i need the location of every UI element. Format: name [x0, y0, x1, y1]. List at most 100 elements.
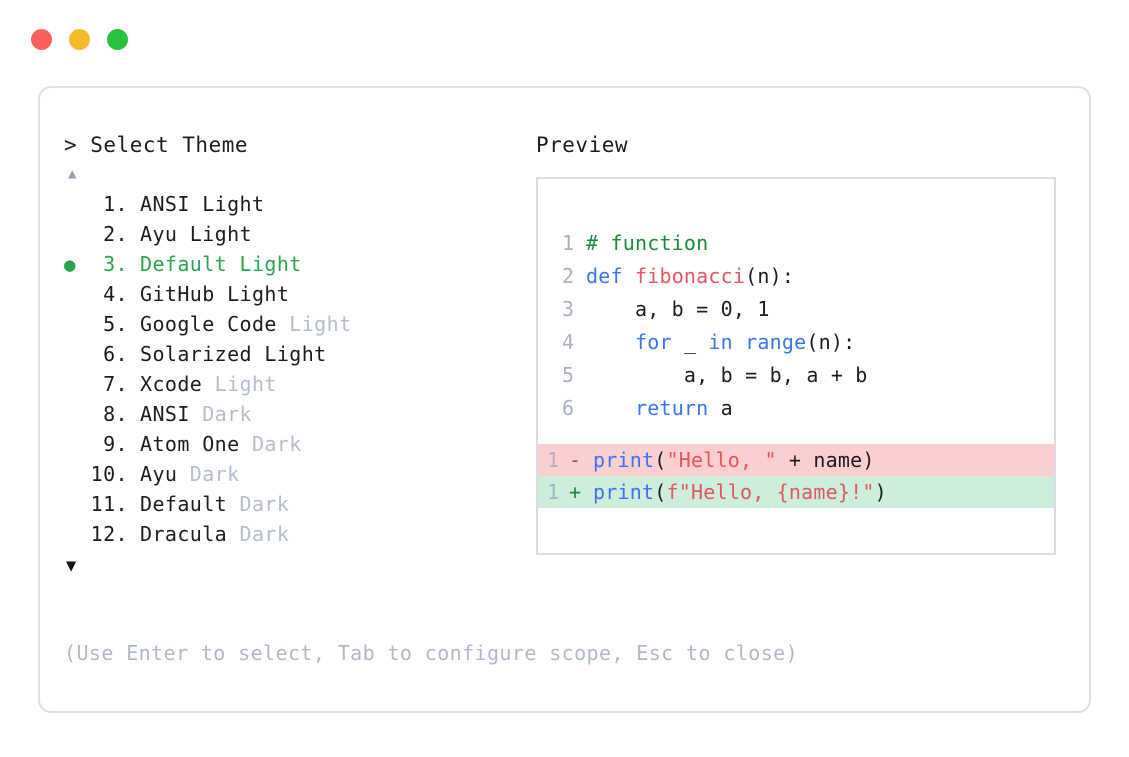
code-line: 4 for _ in range(n):: [552, 326, 1050, 359]
code-line: 2 def fibonacci(n):: [552, 260, 1050, 293]
theme-item-name: Solarized Light: [140, 342, 327, 366]
diff-sample: 1-print("Hello, " + name)1+print(f"Hello…: [538, 444, 1054, 508]
theme-item-variant-badge: Dark: [227, 492, 290, 516]
code-line: 3 a, b = 0, 1: [552, 293, 1050, 326]
window-traffic-lights: [31, 29, 128, 50]
code-token: (: [654, 480, 667, 504]
code-line-content: # function: [586, 227, 708, 260]
code-token: print: [593, 480, 655, 504]
theme-item-number: 5.: [103, 312, 128, 336]
code-token: (: [654, 448, 667, 472]
card-body: > Select Theme ▲ ● 1. ANSI Light ●2.Ayu Lig…: [40, 88, 1089, 711]
code-token: _: [683, 330, 709, 354]
code-line-content: def fibonacci(n):: [586, 260, 794, 293]
bullet-placeholder: ●: [64, 430, 86, 460]
theme-item-variant-badge: Dark: [189, 402, 252, 426]
bullet-placeholder: ●: [64, 310, 86, 340]
code-token: for: [634, 330, 684, 354]
theme-list-item[interactable]: ● 4. GitHub Light: [64, 279, 534, 309]
theme-item-name: Default Light: [140, 252, 302, 276]
theme-item-number: 10.: [90, 462, 128, 486]
code-line-content: return a: [586, 392, 733, 425]
theme-item-number: 11.: [90, 492, 128, 516]
theme-item-name: Ayu: [140, 462, 178, 486]
bullet-placeholder: ●: [64, 520, 86, 550]
theme-item-name: Dracula: [140, 522, 228, 546]
code-line: 5 a, b = b, a + b: [552, 359, 1050, 392]
bullet-placeholder: ●: [64, 490, 86, 520]
theme-item-number: 4.: [103, 282, 128, 306]
theme-list-item[interactable]: ●8.ANSI Dark: [64, 399, 534, 429]
theme-list-item[interactable]: ● 1. ANSI Light: [64, 189, 534, 219]
theme-item-number: 12.: [90, 522, 128, 546]
theme-item-name: Google Code: [140, 312, 277, 336]
theme-item-name: Xcode: [140, 372, 203, 396]
selected-bullet-icon: ●: [64, 254, 76, 276]
code-token: def: [586, 264, 635, 288]
theme-item-name: Default: [140, 492, 228, 516]
code-line: 1# function: [552, 227, 1050, 260]
scroll-down-arrow-icon[interactable]: ▼: [66, 556, 77, 576]
theme-selector-card: > Select Theme ▲ ● 1. ANSI Light ●2.Ayu Lig…: [38, 86, 1091, 713]
bullet-placeholder: ●: [64, 370, 86, 400]
code-token: a: [720, 396, 733, 420]
theme-item-name: Atom One: [140, 432, 240, 456]
bullet-placeholder: ●: [64, 280, 86, 310]
keyboard-hint-text: (Use Enter to select, Tab to configure s…: [64, 641, 799, 665]
code-line: 6 return a: [552, 392, 1050, 425]
code-token: (n):: [745, 264, 795, 288]
scroll-up-arrow-icon[interactable]: ▲: [68, 166, 77, 182]
code-line-number: 5: [561, 363, 574, 387]
theme-item-number: 1.: [103, 192, 128, 216]
code-line-content: a, b = b, a + b: [586, 359, 868, 392]
bullet-placeholder: ●: [64, 220, 86, 250]
theme-selection-pane: > Select Theme ▲ ● 1. ANSI Light ●2.Ayu Lig…: [64, 132, 534, 577]
diff-sign: +: [569, 480, 582, 504]
theme-item-number: 7.: [103, 372, 128, 396]
theme-list-item[interactable]: ● 5. Google Code Light: [64, 309, 534, 339]
theme-item-variant-badge: Dark: [227, 522, 290, 546]
code-line-number: 2: [561, 264, 574, 288]
code-line-number: 4: [561, 330, 574, 354]
code-token: [586, 396, 635, 420]
theme-list-item[interactable]: ●6.Solarized Light: [64, 339, 534, 369]
theme-item-name: ANSI Light: [140, 192, 265, 216]
code-line-content: a, b = 0, 1: [586, 293, 770, 326]
bullet-placeholder: ●: [64, 400, 86, 430]
code-token: [586, 330, 635, 354]
bullet-placeholder: ●: [64, 460, 86, 490]
code-token: a, b = b, a + b: [586, 363, 868, 387]
theme-list-item[interactable]: ●9.Atom One Dark: [64, 429, 534, 459]
theme-item-name: Ayu Light: [140, 222, 252, 246]
bullet-placeholder: ●: [64, 190, 86, 220]
code-token: range: [745, 330, 807, 354]
theme-list[interactable]: ●1.ANSI Light●2.Ayu Light●3.Default Ligh…: [64, 189, 534, 549]
code-token: print: [593, 448, 655, 472]
bullet-placeholder: ●: [64, 340, 86, 370]
theme-item-variant-badge: Dark: [177, 462, 240, 486]
maximize-window-icon[interactable]: [107, 29, 128, 50]
theme-item-name: GitHub Light: [140, 282, 290, 306]
theme-list-item[interactable]: ●12. Dracula Dark: [64, 519, 534, 549]
close-window-icon[interactable]: [31, 29, 52, 50]
theme-list-item[interactable]: ● 3. Default Light: [64, 249, 534, 279]
theme-list-item[interactable]: ● 7. Xcode Light: [64, 369, 534, 399]
theme-item-variant-badge: Light: [276, 312, 352, 336]
code-line-number: 3: [561, 297, 574, 321]
theme-list-item[interactable]: ●11. Default Dark: [64, 489, 534, 519]
theme-list-item[interactable]: ●2.Ayu Light: [64, 219, 534, 249]
theme-list-item[interactable]: ●10. Ayu Dark: [64, 459, 534, 489]
theme-item-variant-badge: Light: [202, 372, 277, 396]
code-line-content: for _ in range(n):: [586, 326, 855, 359]
code-token: f"Hello, {name}!": [666, 480, 875, 504]
code-token: (n):: [806, 330, 856, 354]
minimize-window-icon[interactable]: [69, 29, 90, 50]
diff-line-content: print("Hello, " + name): [593, 444, 875, 476]
code-token: ): [874, 480, 887, 504]
diff-sign: -: [569, 448, 582, 472]
theme-panel-title: > Select Theme: [64, 133, 249, 157]
code-token: "Hello, ": [666, 448, 777, 472]
theme-item-number: 3.: [103, 252, 128, 276]
